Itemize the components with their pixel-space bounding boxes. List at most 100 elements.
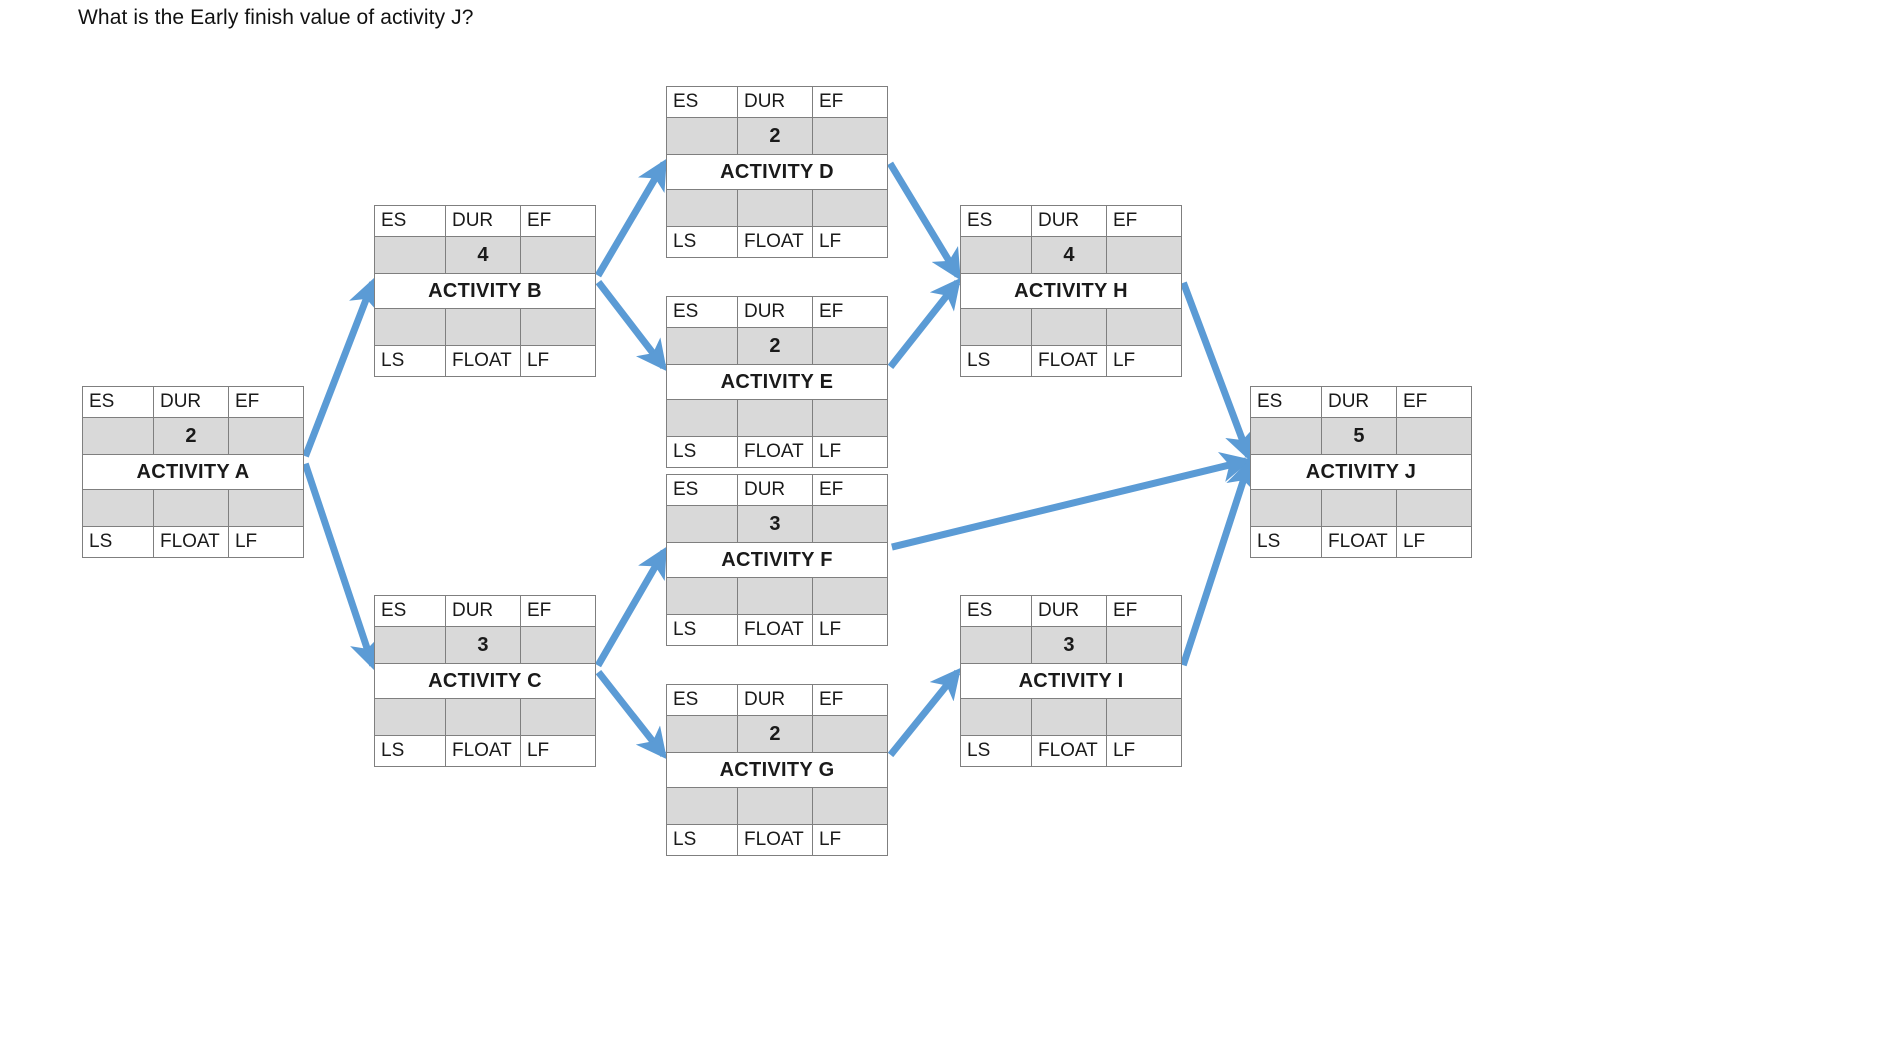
node-J-float-label: FLOAT <box>1320 526 1397 558</box>
arrow-H-to-J <box>1180 281 1255 462</box>
node-B-float-label: FLOAT <box>444 345 521 377</box>
node-D-name: ACTIVITY D <box>666 154 888 190</box>
node-E-lf-value <box>811 399 889 437</box>
node-F-duration: 3 <box>736 505 813 543</box>
node-D-ls-value <box>666 189 738 227</box>
node-C-es-value <box>374 626 446 664</box>
arrow-I-to-J <box>1179 458 1256 667</box>
node-C-ef-value <box>519 626 597 664</box>
node-H-duration: 4 <box>1030 236 1107 274</box>
node-I-float-value <box>1030 698 1107 736</box>
node-C-es-label: ES <box>374 595 446 627</box>
node-J-ef-value <box>1395 417 1473 455</box>
node-F-float-value <box>736 577 813 615</box>
node-F-es-label: ES <box>666 474 738 506</box>
node-A-ef-value <box>227 417 305 455</box>
node-B-ls-value <box>374 308 446 346</box>
node-A-lf-value <box>227 489 305 527</box>
node-E-duration: 2 <box>736 327 813 365</box>
node-G-ls-value <box>666 787 738 825</box>
node-I-duration: 3 <box>1030 626 1107 664</box>
node-I-float-label: FLOAT <box>1030 735 1107 767</box>
node-E-ls-label: LS <box>666 436 738 468</box>
node-A-ls-value <box>82 489 154 527</box>
node-C-ef-label: EF <box>519 595 597 627</box>
node-D-duration: 2 <box>736 117 813 155</box>
activity-node-I[interactable]: ES DUR EF 3 ACTIVITY I LS FLOAT LF <box>960 595 1183 767</box>
node-E-dur-label: DUR <box>736 296 813 328</box>
node-C-ls-label: LS <box>374 735 446 767</box>
node-F-ls-label: LS <box>666 614 738 646</box>
node-A-name: ACTIVITY A <box>82 454 304 490</box>
node-G-ef-value <box>811 715 889 753</box>
arrow-C-to-G <box>595 669 667 760</box>
node-F-ef-label: EF <box>811 474 889 506</box>
activity-node-A[interactable]: ES DUR EF 2 ACTIVITY A LS FLOAT LF <box>82 386 305 558</box>
node-J-lf-value <box>1395 489 1473 527</box>
activity-node-B[interactable]: ES DUR EF 4 ACTIVITY B LS FLOAT LF <box>374 205 597 377</box>
node-E-es-value <box>666 327 738 365</box>
node-A-lf-label: LF <box>227 526 305 558</box>
node-F-ls-value <box>666 577 738 615</box>
activity-node-E[interactable]: ES DUR EF 2 ACTIVITY E LS FLOAT LF <box>666 296 889 468</box>
node-I-es-value <box>960 626 1032 664</box>
node-H-float-value <box>1030 308 1107 346</box>
node-H-name: ACTIVITY H <box>960 273 1182 309</box>
node-B-ls-label: LS <box>374 345 446 377</box>
node-H-float-label: FLOAT <box>1030 345 1107 377</box>
node-A-ef-label: EF <box>227 386 305 418</box>
node-J-ls-label: LS <box>1250 526 1322 558</box>
node-D-float-value <box>736 189 813 227</box>
node-I-ef-label: EF <box>1105 595 1183 627</box>
node-D-ef-value <box>811 117 889 155</box>
arrow-C-to-F <box>594 546 668 668</box>
activity-node-C[interactable]: ES DUR EF 3 ACTIVITY C LS FLOAT LF <box>374 595 597 767</box>
node-D-dur-label: DUR <box>736 86 813 118</box>
node-A-es-value <box>82 417 154 455</box>
node-G-lf-value <box>811 787 889 825</box>
node-E-ls-value <box>666 399 738 437</box>
node-F-float-label: FLOAT <box>736 614 813 646</box>
node-J-duration: 5 <box>1320 417 1397 455</box>
node-J-name: ACTIVITY J <box>1250 454 1472 490</box>
activity-node-J[interactable]: ES DUR EF 5 ACTIVITY J LS FLOAT LF <box>1250 386 1473 558</box>
node-J-es-label: ES <box>1250 386 1322 418</box>
node-C-lf-value <box>519 698 597 736</box>
node-B-dur-label: DUR <box>444 205 521 237</box>
node-I-ef-value <box>1105 626 1183 664</box>
activity-node-G[interactable]: ES DUR EF 2 ACTIVITY G LS FLOAT LF <box>666 684 889 856</box>
node-H-dur-label: DUR <box>1030 205 1107 237</box>
node-J-lf-label: LF <box>1395 526 1473 558</box>
node-B-lf-label: LF <box>519 345 597 377</box>
node-J-ef-label: EF <box>1395 386 1473 418</box>
node-I-dur-label: DUR <box>1030 595 1107 627</box>
node-C-lf-label: LF <box>519 735 597 767</box>
node-C-name: ACTIVITY C <box>374 663 596 699</box>
node-C-float-value <box>444 698 521 736</box>
node-H-es-label: ES <box>960 205 1032 237</box>
node-C-float-label: FLOAT <box>444 735 521 767</box>
node-D-ef-label: EF <box>811 86 889 118</box>
activity-node-H[interactable]: ES DUR EF 4 ACTIVITY H LS FLOAT LF <box>960 205 1183 377</box>
node-A-ls-label: LS <box>82 526 154 558</box>
node-G-duration: 2 <box>736 715 813 753</box>
arrow-A-to-C <box>301 462 380 671</box>
node-B-ef-value <box>519 236 597 274</box>
node-H-ls-label: LS <box>960 345 1032 377</box>
node-C-ls-value <box>374 698 446 736</box>
question-text: What is the Early finish value of activi… <box>78 6 474 29</box>
node-I-ls-label: LS <box>960 735 1032 767</box>
node-J-ls-value <box>1250 489 1322 527</box>
activity-node-D[interactable]: ES DUR EF 2 ACTIVITY D LS FLOAT LF <box>666 86 889 258</box>
arrow-B-to-D <box>595 158 667 278</box>
node-C-dur-label: DUR <box>444 595 521 627</box>
node-J-dur-label: DUR <box>1320 386 1397 418</box>
node-G-es-value <box>666 715 738 753</box>
node-J-es-value <box>1250 417 1322 455</box>
activity-node-F[interactable]: ES DUR EF 3 ACTIVITY F LS FLOAT LF <box>666 474 889 646</box>
node-H-lf-value <box>1105 308 1183 346</box>
node-F-lf-value <box>811 577 889 615</box>
node-G-lf-label: LF <box>811 824 889 856</box>
arrow-F-to-J <box>891 451 1252 551</box>
node-G-name: ACTIVITY G <box>666 752 888 788</box>
